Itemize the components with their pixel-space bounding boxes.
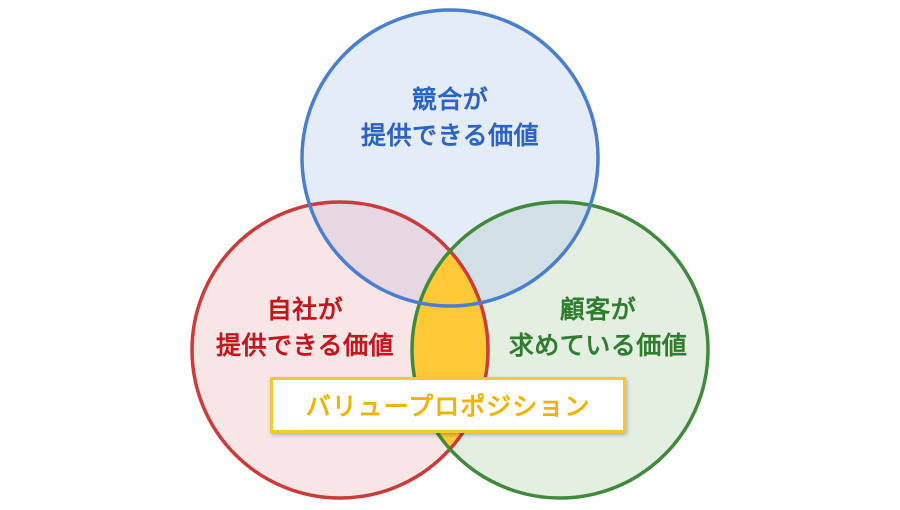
customer-label-line2: 求めている価値: [508, 331, 688, 360]
customer-value-label: 顧客が 求めている価値: [478, 292, 718, 364]
company-label-line2: 提供できる価値: [215, 331, 394, 360]
company-value-label: 自社が 提供できる価値: [185, 292, 425, 364]
overlap-competitor-customer: [412, 202, 598, 306]
competitor-value-label: 競合が 提供できる価値: [330, 82, 570, 154]
company-label-line1: 自社が: [266, 295, 344, 324]
value-proposition-box: バリュープロポジション: [270, 377, 626, 433]
circle-competitor-outline: [300, 8, 600, 308]
value-proposition-label: バリュープロポジション: [305, 392, 591, 421]
circle-customer-outline: [410, 200, 710, 500]
competitor-label-line2: 提供できる価値: [360, 121, 539, 150]
competitor-label-line1: 競合が: [411, 85, 489, 114]
circle-company-outline: [190, 200, 490, 500]
customer-label-line1: 顧客が: [559, 295, 637, 324]
overlap-competitor-company: [302, 202, 488, 306]
